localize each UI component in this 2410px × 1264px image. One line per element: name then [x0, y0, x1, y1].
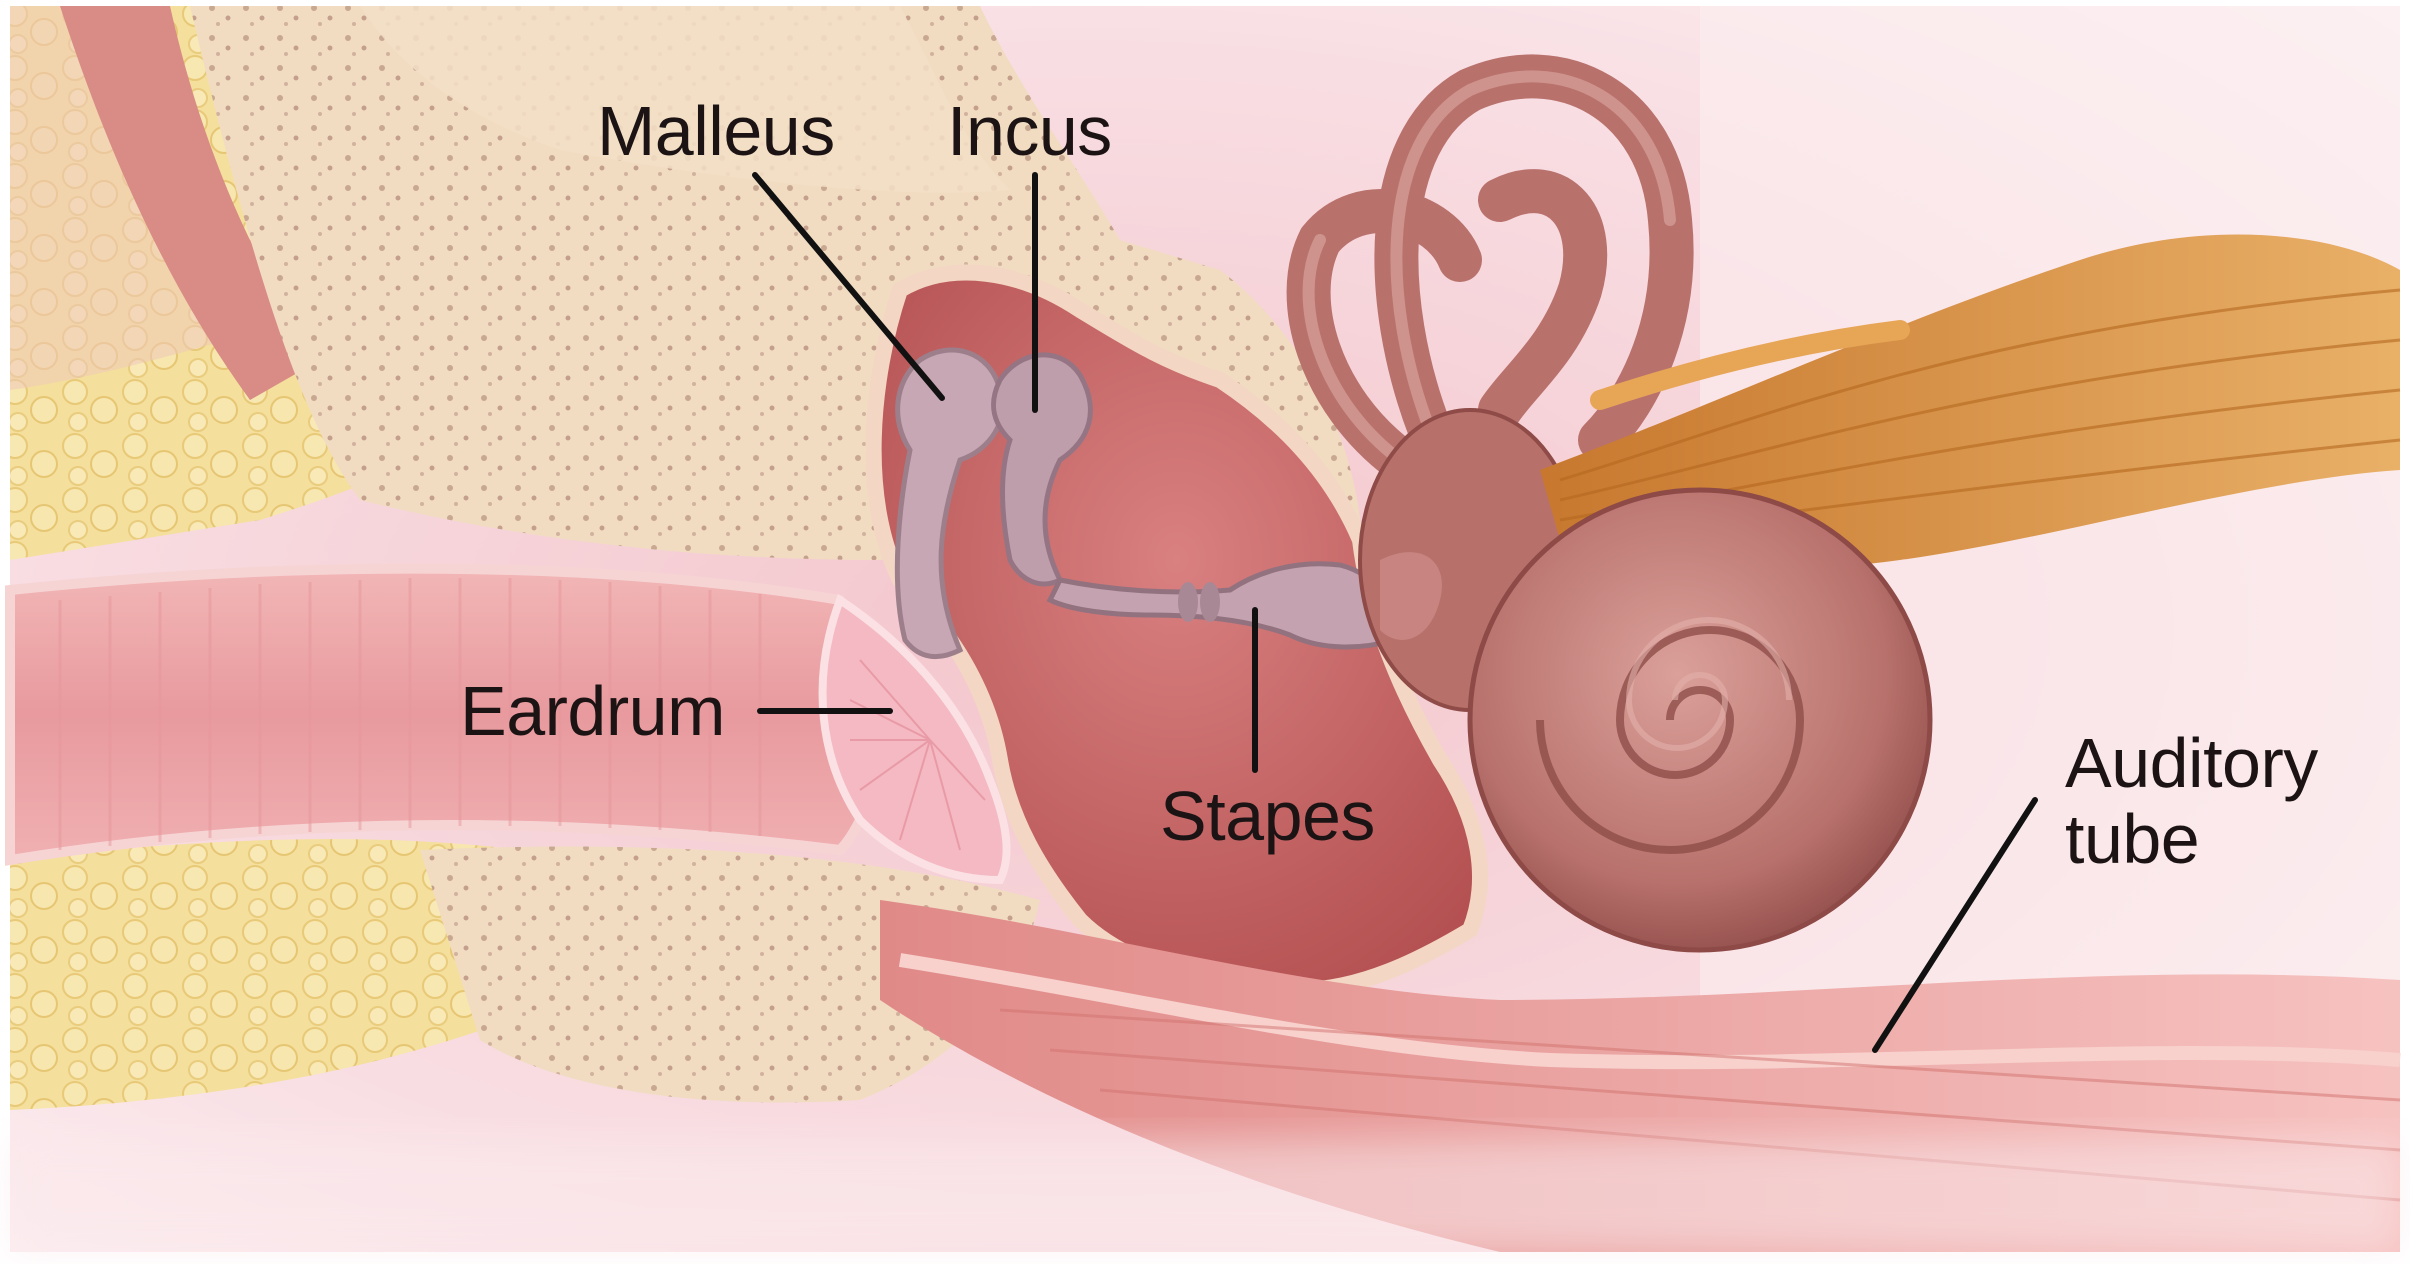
eardrum-label: Eardrum	[460, 672, 725, 750]
malleus-label: Malleus	[597, 92, 835, 170]
stapes-label: Stapes	[1160, 777, 1375, 855]
ear-canal	[10, 569, 900, 860]
auditory-tube-label: Auditory tube	[2065, 725, 2318, 877]
incus-label: Incus	[947, 92, 1112, 170]
